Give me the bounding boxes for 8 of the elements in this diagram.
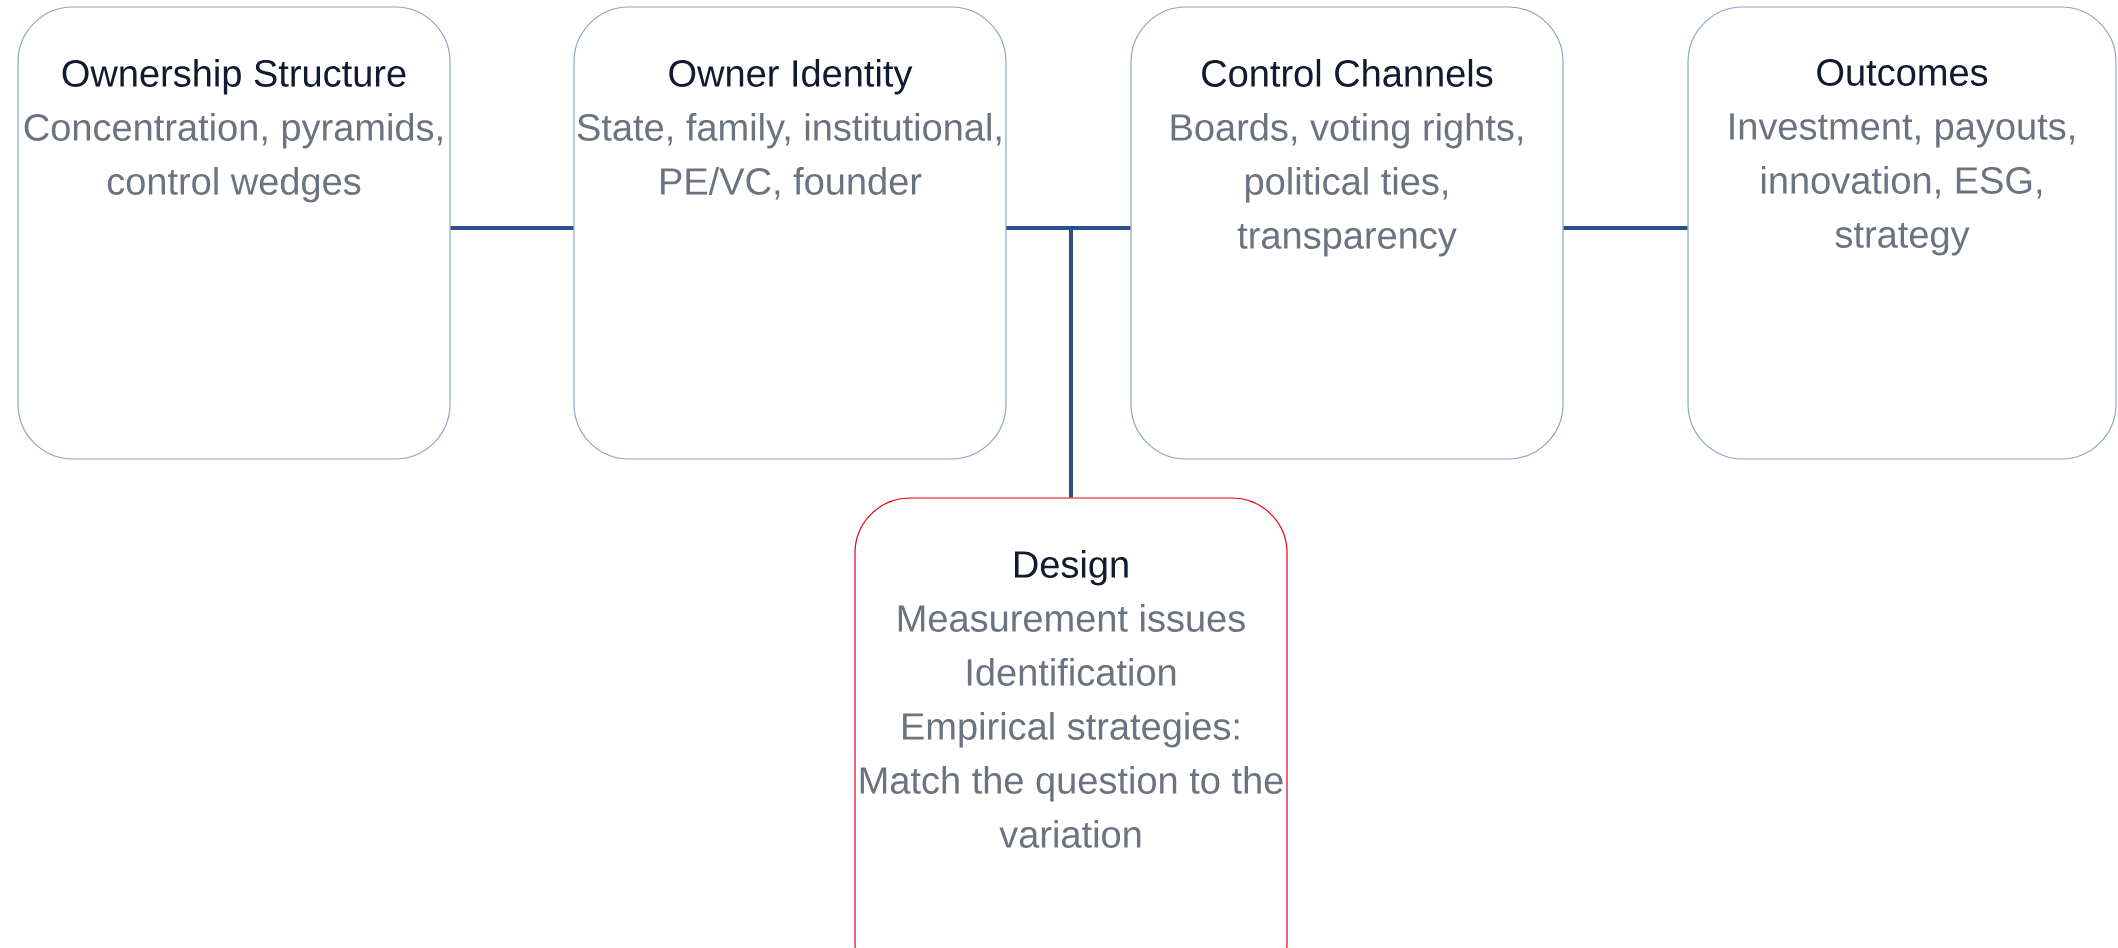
process-box: Outcomes Investment, payouts, innovation, ESG, strategy	[1687, 6, 2117, 460]
process-box: Owner Identity State, family, institutional, PE/VC, founder	[573, 6, 1007, 460]
connector-line	[1006, 226, 1073, 498]
process-box: Ownership Structure Concentration, pyramids, control wedges	[17, 6, 451, 460]
process-box: Design Measurement issues Identification Empirical strategies: Match the question to the variation	[854, 497, 1288, 948]
process-box: Control Channels Boards, voting rights, political ties, transparency	[1130, 6, 1564, 460]
connector-line	[450, 226, 574, 230]
connector-line	[1563, 226, 1688, 230]
